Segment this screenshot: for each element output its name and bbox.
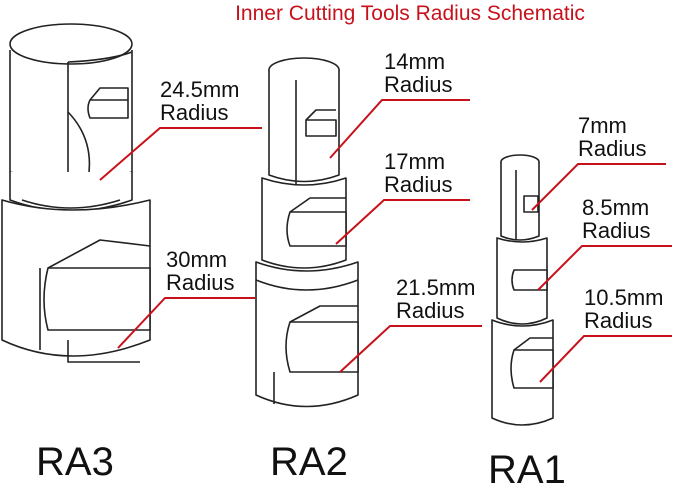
ra1-pocket-mid [511, 269, 548, 291]
tool-name-ra1: RA1 [488, 448, 566, 492]
ra3-collar [9, 172, 133, 212]
ra1-pocket-top [523, 195, 539, 213]
label-word: Radius [578, 136, 647, 161]
label-word: Radius [582, 218, 651, 243]
label-ra2-top: 14mm Radius [384, 50, 452, 96]
label-word: Radius [396, 298, 465, 323]
label-size: 14mm [384, 49, 446, 74]
label-size: 21.5mm [396, 275, 476, 300]
diagram-title: Inner Cutting Tools Radius Schematic [235, 2, 585, 25]
leader-ra1-7mm [531, 163, 666, 211]
leader-lines [99, 99, 672, 383]
leader-ra3-24mm [99, 127, 262, 181]
tool-ra3-drawing [1, 23, 151, 363]
leader-ra3-30mm [117, 297, 255, 349]
ra3-pocket-upper [87, 99, 129, 119]
leader-ra1-10mm [539, 335, 672, 383]
label-size: 10.5mm [584, 285, 664, 310]
label-word: Radius [160, 100, 229, 125]
tool-name-ra3: RA3 [36, 440, 114, 484]
label-size: 24.5mm [160, 77, 240, 102]
tool-ra2-drawing [255, 57, 359, 408]
label-ra2-bottom: 21.5mm Radius [396, 276, 475, 322]
label-size: 7mm [578, 113, 627, 138]
label-size: 8.5mm [582, 195, 650, 220]
leader-ra1-8mm [537, 245, 672, 291]
ra2-shank [268, 70, 340, 183]
label-word: Radius [384, 172, 453, 197]
ra3-top-face [9, 23, 133, 65]
label-size: 30mm [166, 247, 228, 272]
ra1-pocket-bottom [510, 349, 554, 389]
leader-ra2-21mm [339, 325, 482, 373]
label-ra3-upper: 24.5mm Radius [160, 78, 239, 124]
label-ra2-mid: 17mm Radius [384, 150, 452, 196]
ra2-pocket-bottom [285, 321, 359, 373]
label-ra3-lower: 30mm Radius [166, 248, 234, 294]
label-word: Radius [384, 72, 453, 97]
label-ra1-bottom: 10.5mm Radius [584, 286, 663, 332]
label-word: Radius [584, 308, 653, 333]
ra1-shank [500, 162, 540, 241]
ra2-pocket-mid [286, 211, 347, 247]
ra2-pocket-top [305, 119, 337, 137]
label-ra1-mid: 8.5mm Radius [582, 196, 650, 242]
leader-ra2-14mm [329, 99, 470, 159]
label-size: 17mm [384, 149, 446, 174]
ra3-pocket-lower [43, 267, 151, 331]
leader-ra2-17mm [335, 199, 470, 245]
tool-name-ra2: RA2 [270, 440, 348, 484]
label-ra1-top: 7mm Radius [578, 114, 646, 160]
label-word: Radius [166, 270, 235, 295]
tool-ra1-drawing [491, 154, 554, 426]
